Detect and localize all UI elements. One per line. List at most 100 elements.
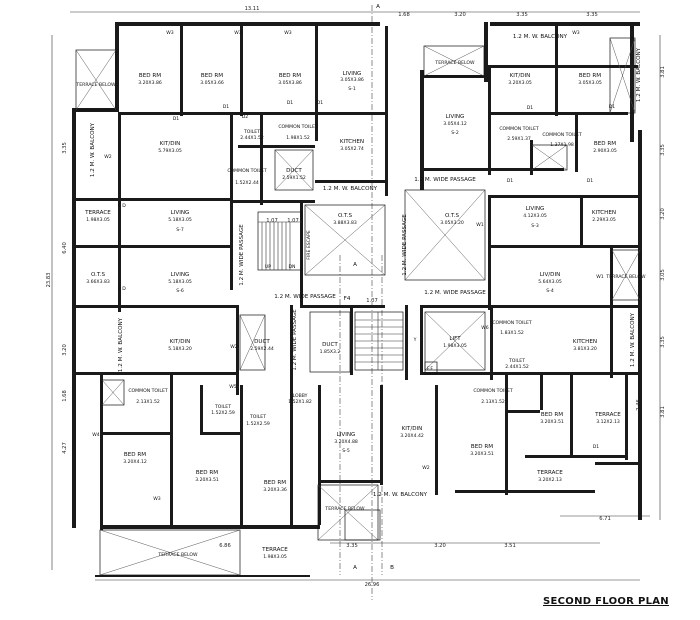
terrace-below-label: TERRACE BELOW xyxy=(157,552,198,558)
toilet-label: COMMON TOILET xyxy=(473,388,513,394)
room-label: KIT/DIN xyxy=(510,73,531,79)
dim-text: 3.20 xyxy=(454,12,466,18)
dim-text: 13.11 xyxy=(245,6,260,12)
room-dim: 3.66X3.83 xyxy=(86,279,110,285)
stair-down-label: DN xyxy=(289,264,296,270)
toilet-dim: 1.52X2.44 xyxy=(235,180,259,186)
room-dim: 3.20X4.12 xyxy=(123,459,147,465)
balcony-label: 1.2 M. W. BALCONY xyxy=(513,34,568,40)
toilet-dim: 1.98X1.52 xyxy=(286,135,310,141)
lift-shaft xyxy=(309,311,351,373)
room-dim: 3.81X3.20 xyxy=(573,346,597,352)
toilet-dim: 1.52X1.82 xyxy=(288,399,312,405)
dim-text: 4.27 xyxy=(62,442,68,454)
dim-text: 3.35 xyxy=(346,543,358,549)
door-tag: D1 xyxy=(223,104,230,110)
dim-text: 26.96 xyxy=(365,582,380,588)
room-label: BED RM xyxy=(196,470,218,476)
room-dim: 3.05X3.86 xyxy=(340,77,364,83)
room-label: TERRACE xyxy=(594,412,621,418)
window-tag: W3 xyxy=(572,30,580,36)
dim-text: 1.07 xyxy=(287,218,299,224)
window-tag: W6 xyxy=(481,325,489,331)
toilet-dim: 1.52X2.59 xyxy=(211,410,235,416)
room-dim: 3.05X3.86 xyxy=(278,80,302,86)
window-tag: W2 xyxy=(422,465,430,471)
dim-text: 3.51 xyxy=(504,543,516,549)
dim-text: 2.46 xyxy=(636,399,642,411)
room-dim: 2.90X3.05 xyxy=(593,148,617,154)
unit-tag: S-1 xyxy=(348,86,356,92)
room-dim: 3.20X3.86 xyxy=(138,80,162,86)
room-dim: 1.85X3.2 xyxy=(320,349,341,355)
dim-text: 3.20 xyxy=(62,344,68,356)
room-label: KITCHEN xyxy=(340,139,364,145)
dim-text: 3.35 xyxy=(586,12,598,18)
toilet-label: TOILET xyxy=(508,358,525,364)
door-tag: D1 xyxy=(317,100,324,106)
dim-text: 3.35 xyxy=(660,336,666,348)
room-label: KIT/DIN xyxy=(170,339,191,345)
room-label: LIVING xyxy=(171,210,190,216)
room-dim: 3.20X4.42 xyxy=(400,433,424,439)
room-dim: 5.79X3.05 xyxy=(158,148,182,154)
room-label: BED RM xyxy=(264,480,286,486)
room-dim: 3.20X3.51 xyxy=(470,451,494,457)
room-label: KIT/DIN xyxy=(402,426,423,432)
room-dim: 5.18X3.20 xyxy=(168,346,192,352)
window-tag: W3 xyxy=(284,30,292,36)
room-dim: 5.18X3.05 xyxy=(168,279,192,285)
room-label: KITCHEN xyxy=(592,210,616,216)
toilet-label: COMMON TOILET xyxy=(128,388,168,394)
staircase-left xyxy=(257,211,303,271)
toilet-label: COMMON TOILET xyxy=(227,168,267,174)
balcony-label: 1.2 M. W. BALCONY xyxy=(323,186,378,192)
room-label: LIVING xyxy=(337,432,356,438)
dimension-texts: 13.11 1.68 3.20 3.35 3.35 26.96 6.86 3.3… xyxy=(46,6,666,588)
dim-text: 6.86 xyxy=(219,543,231,549)
toilet-label: COMMON TOILET xyxy=(278,124,318,130)
toilet-label: LOBBY xyxy=(293,393,308,399)
toilet-label: TOILET xyxy=(249,414,266,420)
corridor-labels: 1.2 M. W. BALCONY 1.2 M. W. BALCONY 1.2 … xyxy=(75,4,646,571)
toilet-labels: TOILET 2.44X1.52 COMMON TOILET 1.98X1.52… xyxy=(128,124,582,427)
room-dim: 3.05X2.74 xyxy=(340,146,364,152)
terrace-below-label: TERRACE BELOW xyxy=(605,274,646,280)
unit-tag: S-4 xyxy=(546,288,554,294)
window-tag: W3 xyxy=(153,496,161,502)
room-label: TERRACE xyxy=(261,547,288,553)
room-label: BED RM xyxy=(201,73,223,79)
balcony-label: 1.2 M. W. BALCONY xyxy=(636,47,642,102)
staircase-centre xyxy=(354,311,404,371)
room-dim: 3.20X4.88 xyxy=(334,439,358,445)
room-label: KITCHEN xyxy=(573,339,597,345)
room-label: BED RM xyxy=(541,412,563,418)
dim-text: 1.68 xyxy=(62,390,68,402)
fire-exit-box xyxy=(424,361,438,375)
room-labels: BED RM 3.20X3.86 BED RM 3.05X3.66 BED RM… xyxy=(84,71,621,560)
window-tag: W1 xyxy=(596,274,604,280)
room-dim: 1.98X3.05 xyxy=(443,343,467,349)
toilet-dim: 1.37X1.98 xyxy=(550,142,574,148)
dim-text: 3.81 xyxy=(660,406,666,418)
dim-text: 1.07 xyxy=(366,298,378,304)
plan-title: SECOND FLOOR PLAN xyxy=(543,596,669,607)
marker-tag: Y xyxy=(413,337,417,343)
door-tag: D2 xyxy=(242,114,249,120)
toilet-dim: 2.44X1.52 xyxy=(240,135,264,141)
window-tag: W3 xyxy=(166,30,174,36)
dim-text: 3.05 xyxy=(660,269,666,281)
room-label: BED RM xyxy=(279,73,301,79)
exterior-walls xyxy=(72,22,642,577)
toilet-label: COMMON TOILET xyxy=(542,132,582,138)
terrace-below-label: TERRACE BELOW xyxy=(324,506,365,512)
room-dim: 3.20X3.05 xyxy=(508,80,532,86)
toilet-dim: 2.59X1.37 xyxy=(507,136,531,142)
room-dim: 3.20X3.36 xyxy=(263,487,287,493)
section-marker: A xyxy=(376,4,380,10)
stair-up-label: UP xyxy=(265,264,271,270)
room-dim: 3.12X2.13 xyxy=(596,419,620,425)
room-dim: 3.88X3.83 xyxy=(333,220,357,226)
room-label: KIT/DIN xyxy=(160,141,181,147)
opening-tags: W3 W3 W3 W3 D1 D1 D1 D1 D2 D1 D1 D1 D1 F… xyxy=(92,30,615,502)
